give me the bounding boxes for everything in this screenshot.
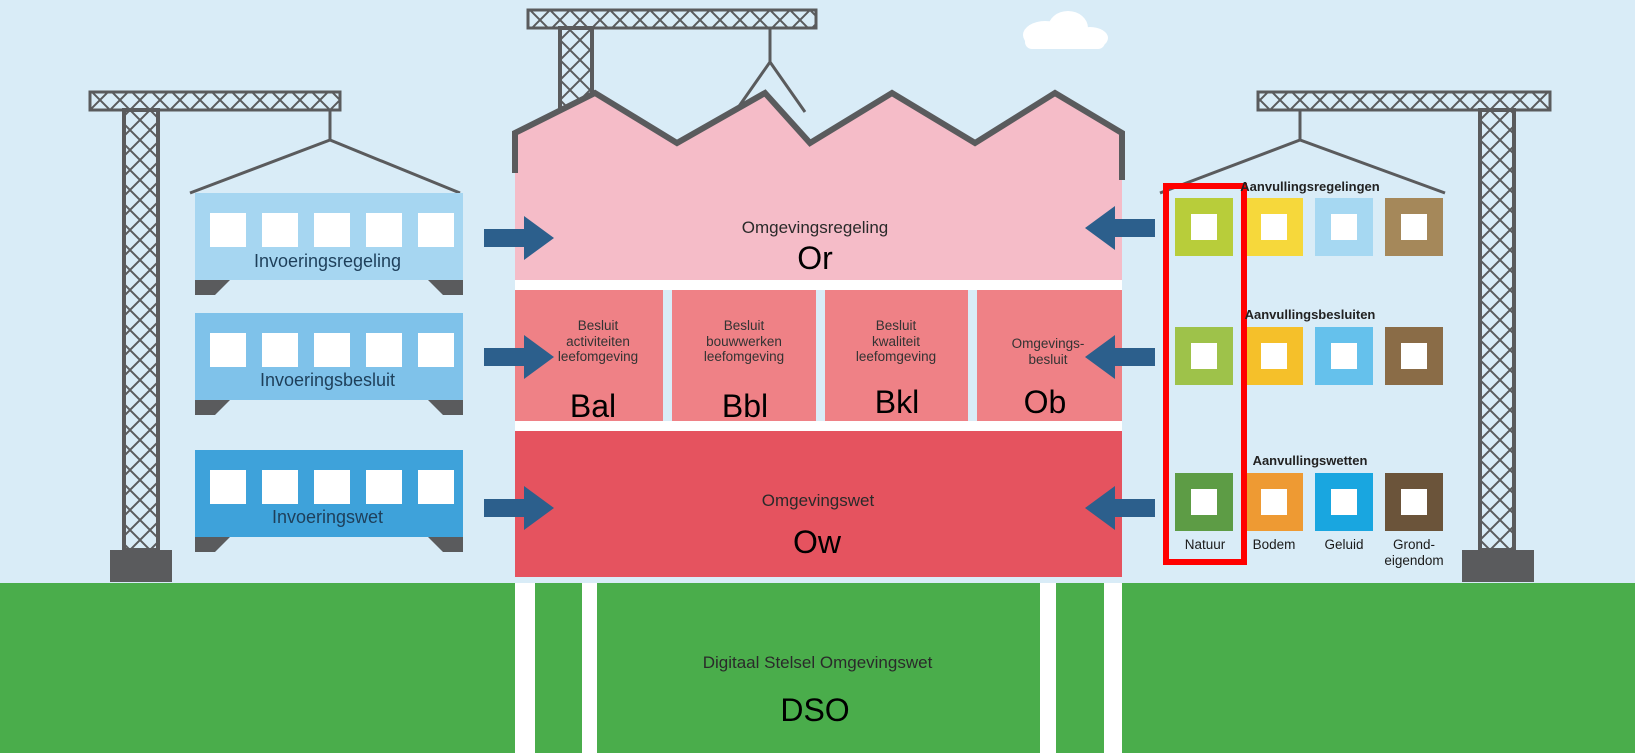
highlight-natuur-column [1163,183,1247,565]
wagon-window [210,213,246,247]
stack-square [1385,198,1443,256]
floor-box-bbl [672,290,816,421]
stack-square [1175,473,1233,531]
bal-abbr: Bal [569,388,617,424]
wagon-invoeringsregeling [195,193,463,295]
bal-title: Besluit activiteiten leefomgeving [557,318,639,365]
arrow-left-icon [1085,335,1155,379]
bbl-title: Besluit bouwwerken leefomgeving [703,318,785,365]
stack-square [1385,327,1443,385]
column-label-geluid: Geluid [1324,537,1364,552]
wagon-window [262,470,298,504]
floor-omgevingswet [515,431,1122,577]
column-label-grondeigendom: Grond- eigendom [1384,537,1444,568]
wagon-window [262,213,298,247]
column-label-bodem: Bodem [1252,537,1296,552]
building-stilts [515,583,1122,753]
heading-aanvullingswetten: Aanvullingswetten [1252,453,1368,468]
wagon-window [314,213,350,247]
stack-square [1245,473,1303,531]
arrow-right-icon [484,335,554,379]
arrow-right-icon [484,216,554,260]
right-stack [1175,198,1443,531]
ob-abbr: Ob [1023,384,1067,420]
right-crane [1159,90,1552,582]
stack-square [1385,473,1443,531]
ob-title: Omgevings- besluit [1011,336,1085,367]
omgevingsregeling-title: Omgevingsregeling [741,218,889,237]
wagon-window [210,470,246,504]
cloud [1023,11,1108,49]
dso-ground [0,583,1635,753]
arrow-left-icon [1085,206,1155,250]
left-wagons [195,193,463,552]
wagon-window [366,470,402,504]
stack-square [1315,473,1373,531]
omgevingsregeling-abbr: Or [797,240,833,276]
stack-square [1315,198,1373,256]
middle-floor [515,290,1122,421]
wagon-window [314,333,350,367]
stack-square [1175,327,1233,385]
stack-square [1315,327,1373,385]
bkl-abbr: Bkl [874,384,920,420]
dso-abbr: DSO [780,692,850,728]
arrow-right-icon [484,486,554,530]
wagon-window [210,333,246,367]
dso-title: Digitaal Stelsel Omgevingswet [702,653,933,672]
wagon-window [262,333,298,367]
stack-square [1245,327,1303,385]
wagon-window [418,213,454,247]
wagon-window [366,333,402,367]
bkl-title: Besluit kwaliteit leefomgeving [855,318,937,365]
omgevingswet-title: Omgevingswet [761,491,875,510]
wagon-label-invoeringsregeling: Invoeringsregeling [253,251,402,271]
stack-square [1175,198,1233,256]
wagon-window [314,470,350,504]
omgevingswet-abbr: Ow [793,524,841,560]
wagon-invoeringsbesluit [195,313,463,415]
roof-outline [512,89,1125,180]
arrow-left-icon [1085,486,1155,530]
arrows [484,206,1155,530]
floor-box-bkl [825,290,968,421]
wagon-window [418,333,454,367]
wagon-label-invoeringswet: Invoeringswet [271,507,384,527]
wagon-window [418,470,454,504]
left-crane [88,90,461,582]
bbl-abbr: Bbl [721,388,769,424]
heading-aanvullingsregelingen: Aanvullingsregelingen [1240,179,1380,194]
stack-square [1245,198,1303,256]
column-label-natuur: Natuur [1184,537,1226,552]
wagon-window [366,213,402,247]
wagon-invoeringswet [195,450,463,552]
wagon-label-invoeringsbesluit: Invoeringsbesluit [259,370,396,390]
heading-aanvullingsbesluiten: Aanvullingsbesluiten [1244,307,1376,322]
